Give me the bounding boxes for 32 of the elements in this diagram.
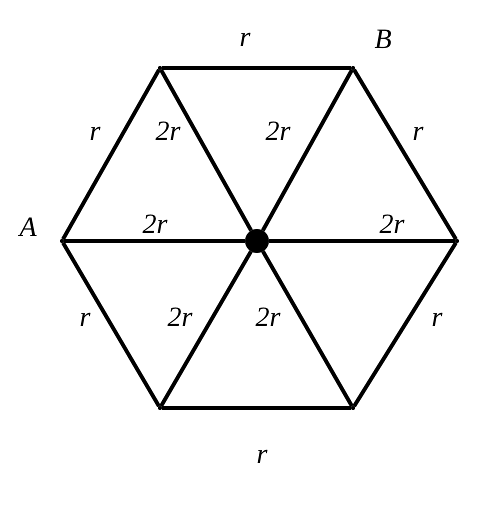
edge-label: r xyxy=(80,304,90,332)
edge-label: r xyxy=(90,118,100,146)
vertex-point xyxy=(158,66,162,70)
edge-label: 2r xyxy=(142,211,168,239)
edge-label: r xyxy=(412,118,424,146)
edge-label: r xyxy=(432,304,442,332)
wire-line xyxy=(61,68,161,240)
edge-label: 2r xyxy=(256,304,280,332)
wire-line xyxy=(61,242,161,408)
edge-label: r xyxy=(240,24,250,52)
vertex-point xyxy=(60,239,64,243)
wire-line xyxy=(261,68,354,232)
wire-line xyxy=(162,406,351,410)
edge-label: r xyxy=(256,441,268,469)
vertex-point xyxy=(351,406,355,410)
vertex-point xyxy=(158,406,162,410)
point-label: A xyxy=(19,214,37,242)
edge-label: 2r xyxy=(156,118,180,146)
edge-label: 2r xyxy=(168,304,192,332)
wire-line xyxy=(352,68,458,240)
wire-line xyxy=(352,242,458,408)
wire-line xyxy=(269,239,455,243)
vertex-point xyxy=(351,66,355,70)
wire-line xyxy=(162,66,351,70)
wire-line xyxy=(64,239,245,243)
wire-line xyxy=(159,68,253,232)
vertex-point xyxy=(455,239,459,243)
edge-label: 2r xyxy=(266,118,290,146)
wire-line xyxy=(159,250,253,408)
wire-line xyxy=(261,250,354,408)
edge-label: 2r xyxy=(380,211,404,239)
point-label: B xyxy=(374,26,392,54)
